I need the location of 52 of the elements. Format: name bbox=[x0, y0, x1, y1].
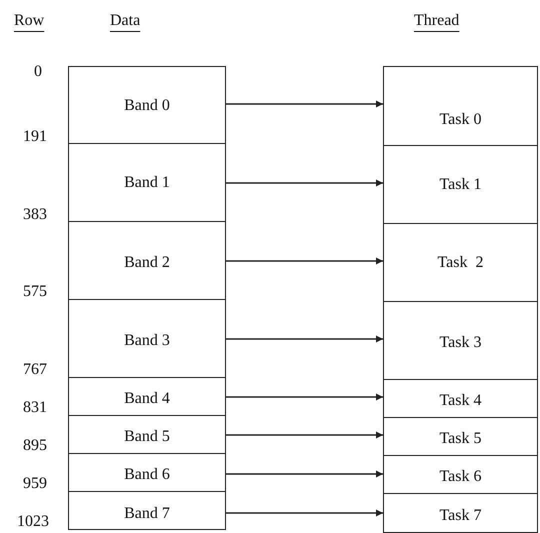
row-number: 895 bbox=[23, 437, 47, 455]
arrow bbox=[226, 432, 383, 438]
row-number: 191 bbox=[23, 128, 47, 146]
box-label: Task 3 bbox=[438, 334, 482, 352]
box-label: Task 4 bbox=[438, 392, 482, 410]
band-box bbox=[383, 145, 538, 224]
box-label: Band 0 bbox=[123, 97, 171, 115]
band-box bbox=[383, 455, 538, 494]
row-number: 767 bbox=[23, 361, 47, 379]
band-box bbox=[68, 221, 226, 300]
box-label: Band 6 bbox=[123, 466, 171, 484]
arrow bbox=[226, 470, 383, 478]
box-label: Task 5 bbox=[438, 430, 482, 448]
band-box bbox=[68, 415, 226, 454]
box-label: Task 2 bbox=[436, 254, 484, 272]
row-number: 0 bbox=[34, 63, 42, 81]
box-label: Band 2 bbox=[123, 254, 171, 272]
arrow bbox=[226, 258, 383, 264]
box-label: Band 5 bbox=[123, 428, 171, 446]
box-label: Band 1 bbox=[123, 174, 171, 192]
arrow bbox=[226, 336, 383, 342]
band-box bbox=[383, 66, 538, 146]
band-box bbox=[383, 223, 538, 302]
band-box bbox=[68, 453, 226, 492]
row-number: 959 bbox=[23, 475, 47, 493]
band-box bbox=[68, 491, 226, 530]
box-label: Task 7 bbox=[438, 507, 482, 525]
band-box bbox=[68, 66, 226, 144]
band-box bbox=[383, 379, 538, 418]
column-heading: Thread bbox=[414, 12, 460, 30]
band-box bbox=[68, 299, 226, 378]
arrow bbox=[226, 100, 383, 108]
box-label: Band 7 bbox=[123, 505, 171, 523]
band-box bbox=[383, 493, 538, 533]
box-label: Band 3 bbox=[123, 332, 171, 350]
row-number: 383 bbox=[23, 206, 47, 224]
band-box bbox=[383, 301, 538, 380]
arrow bbox=[226, 394, 383, 400]
band-box bbox=[68, 143, 226, 222]
column-heading: Row bbox=[14, 12, 44, 30]
row-number: 575 bbox=[23, 283, 47, 301]
row-number: 1023 bbox=[17, 513, 49, 531]
band-box bbox=[68, 377, 226, 416]
row-number: 831 bbox=[23, 399, 47, 417]
box-label: Task 0 bbox=[438, 111, 482, 129]
box-label: Band 4 bbox=[123, 390, 171, 408]
band-box bbox=[383, 417, 538, 456]
box-label: Task 1 bbox=[438, 176, 482, 194]
column-heading: Data bbox=[110, 12, 140, 30]
arrow bbox=[226, 180, 383, 186]
arrow bbox=[226, 510, 383, 516]
box-label: Task 6 bbox=[438, 468, 482, 486]
